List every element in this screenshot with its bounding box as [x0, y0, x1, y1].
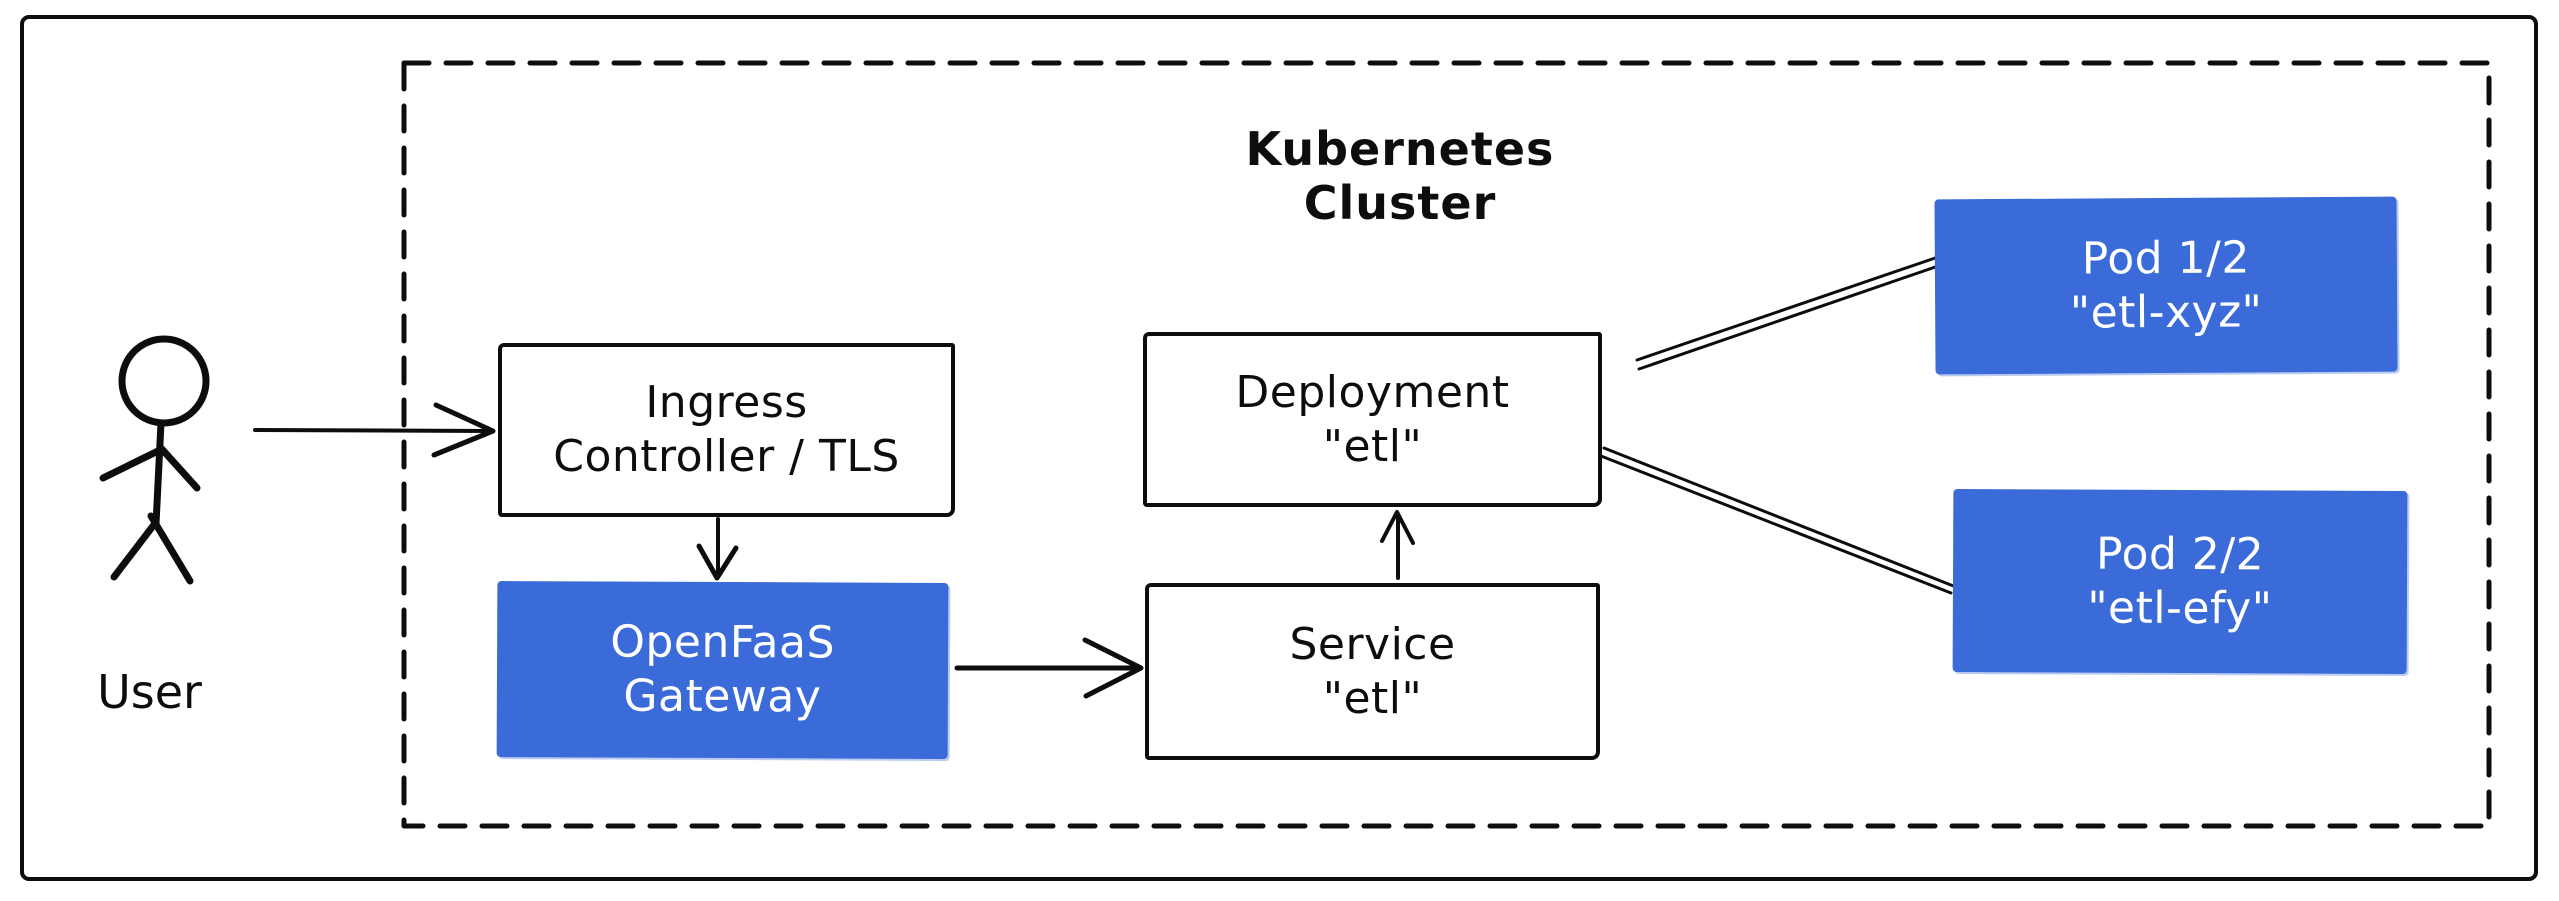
- gateway-node-line1: OpenFaaS: [610, 616, 836, 669]
- user-leg-right: [147, 512, 194, 585]
- pod1-node-line2: "etl-xyz": [2069, 285, 2263, 339]
- arrow-gateway-to-service: [954, 637, 1144, 699]
- pod1-node-line1: Pod 1/2: [2081, 232, 2251, 285]
- link-deployment-to-pod2: [1599, 446, 1958, 595]
- ingress-node: Ingress Controller / TLS: [498, 343, 955, 517]
- arrow-user-to-ingress: [253, 402, 496, 458]
- user-body: [152, 419, 165, 528]
- pod1-node: Pod 1/2 "etl-xyz": [1934, 196, 2398, 375]
- deployment-node-line1: Deployment: [1235, 366, 1510, 418]
- link-deployment-to-pod1: [1635, 254, 1946, 371]
- pod2-node: Pod 2/2 "etl-efy": [1952, 489, 2408, 674]
- user-head: [118, 335, 210, 427]
- arrow-service-to-deployment: [1380, 510, 1415, 580]
- cluster-title: Kubernetes Cluster: [1245, 122, 1555, 230]
- gateway-node-line2: Gateway: [623, 670, 822, 723]
- user-label: User: [97, 665, 202, 719]
- arrow-ingress-to-gateway: [696, 517, 739, 581]
- ingress-node-line2: Controller / TLS: [553, 431, 900, 482]
- user-leg-left: [110, 518, 160, 581]
- user-arm-left: [99, 446, 164, 482]
- service-node: Service "etl": [1145, 583, 1600, 760]
- deployment-node-line2: "etl": [1322, 420, 1423, 472]
- deployment-node: Deployment "etl": [1143, 332, 1602, 507]
- pod2-node-line1: Pod 2/2: [2095, 528, 2265, 581]
- pod2-node-line2: "etl-efy": [2087, 582, 2273, 634]
- gateway-node: OpenFaaS Gateway: [496, 581, 949, 759]
- outer-frame: [20, 15, 2538, 881]
- ingress-node-line1: Ingress: [645, 377, 808, 429]
- cluster-boundary: [401, 60, 2492, 829]
- service-node-line1: Service: [1289, 618, 1456, 670]
- user-figure: [99, 335, 210, 585]
- user-arm-right: [156, 443, 201, 492]
- service-node-line2: "etl": [1322, 672, 1423, 724]
